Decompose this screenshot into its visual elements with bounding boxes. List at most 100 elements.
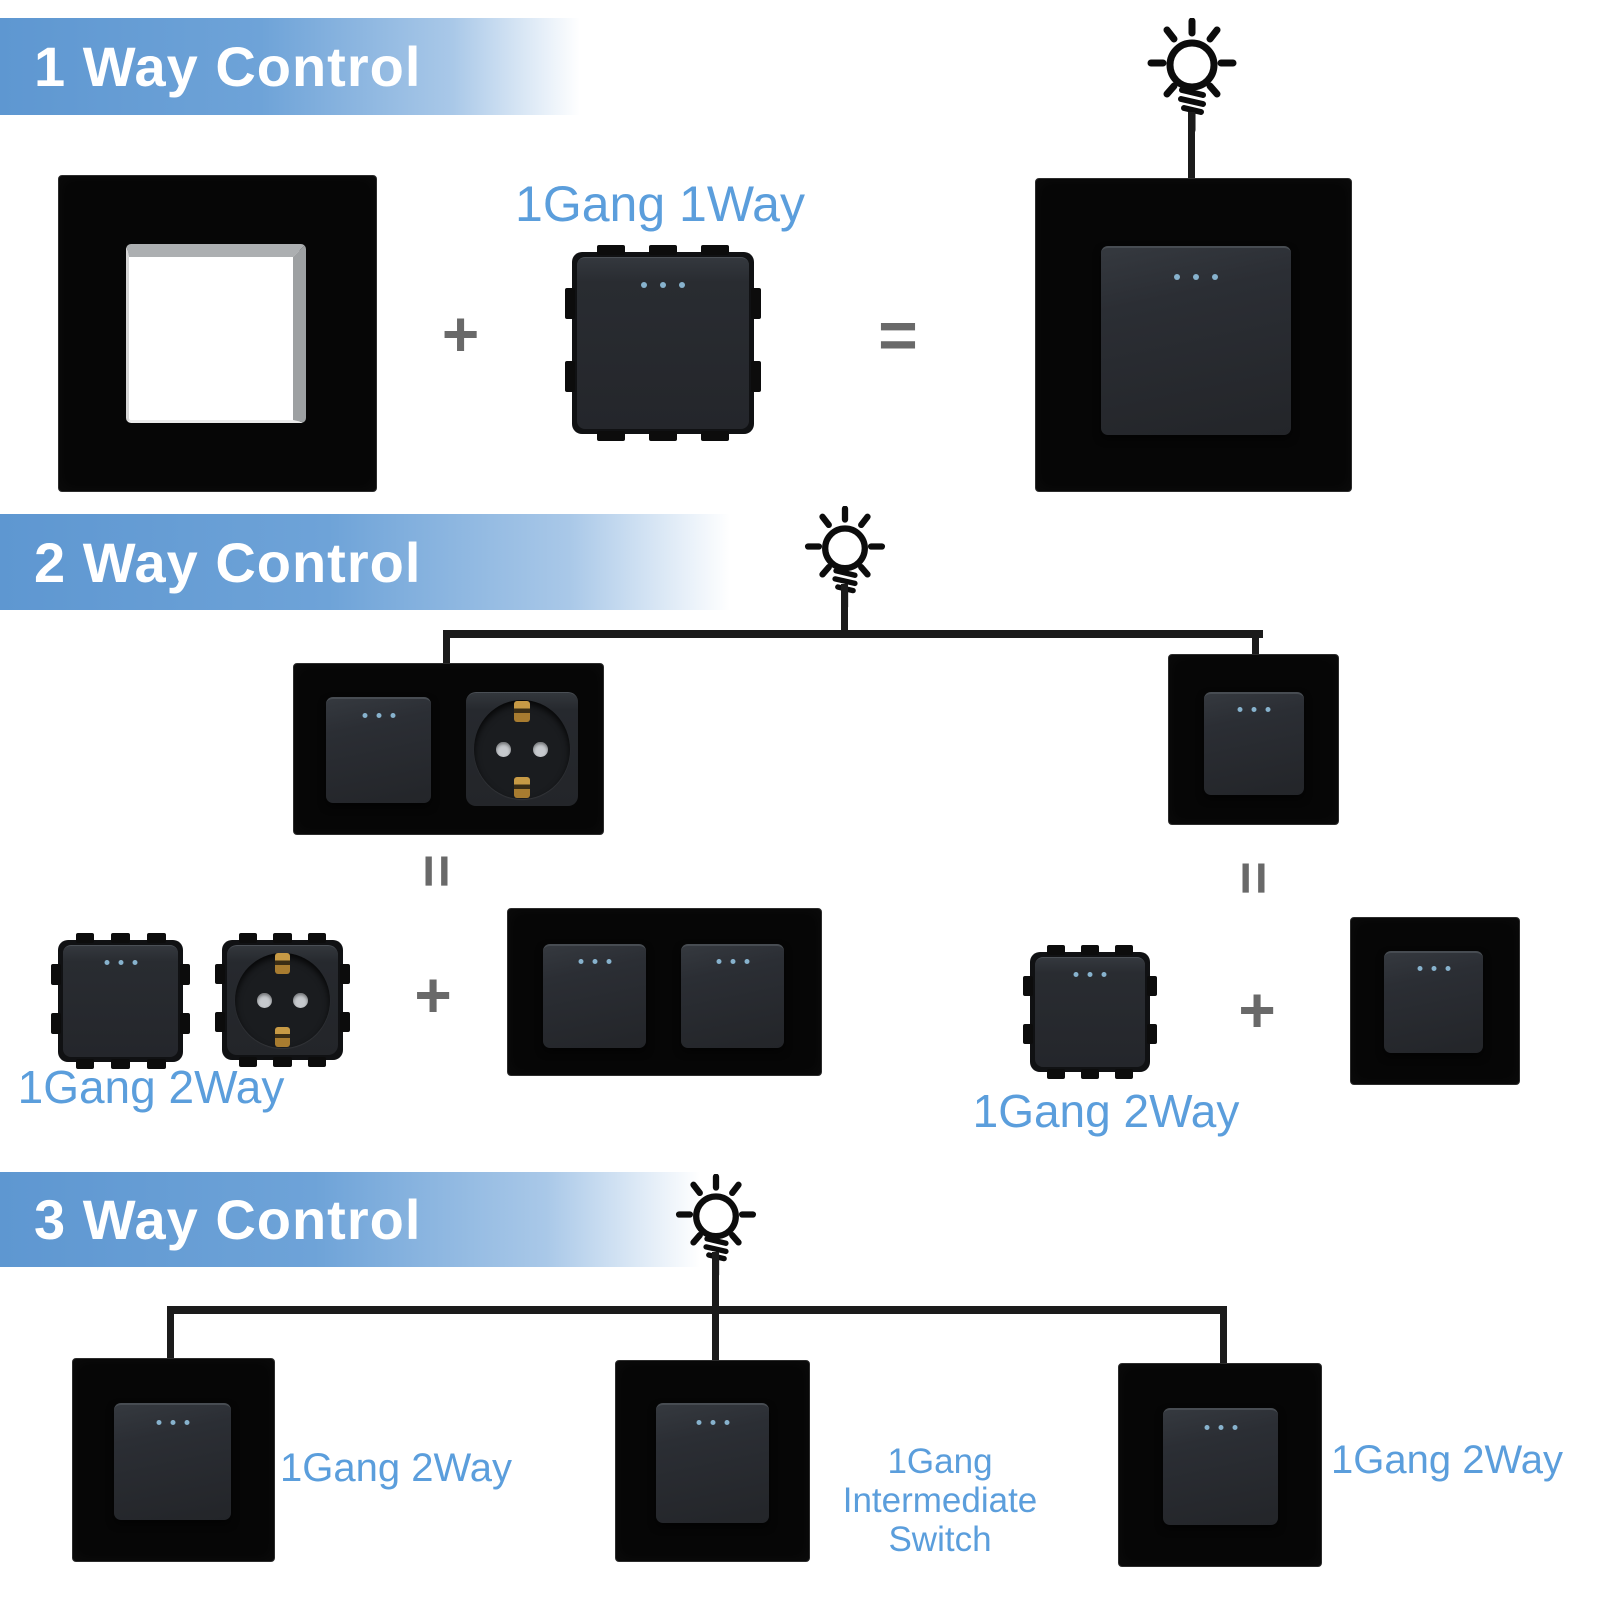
switch-label-1gang-2way-right: 1Gang 2Way bbox=[1331, 1438, 1563, 1482]
plus-operator: + bbox=[1238, 974, 1276, 1046]
mounting-tab bbox=[180, 1013, 190, 1034]
indicator-dots bbox=[362, 712, 395, 718]
mounting-tab bbox=[51, 1013, 61, 1034]
mounting-tab bbox=[751, 288, 761, 320]
module-label-1gang-2way-left: 1Gang 2Way bbox=[17, 1061, 285, 1113]
mounting-tab bbox=[75, 1059, 95, 1069]
mounting-tab bbox=[1081, 945, 1099, 955]
assembled-switch-1gang bbox=[1350, 917, 1520, 1085]
switch-label-1gang-2way-left: 1Gang 2Way bbox=[280, 1446, 512, 1490]
indicator-dots bbox=[1174, 274, 1218, 281]
mounting-tab bbox=[215, 964, 225, 985]
mounting-tab bbox=[273, 1057, 292, 1067]
circuit-wire-drop-right bbox=[1252, 630, 1259, 658]
indicator-dots bbox=[578, 959, 611, 965]
switch-label-intermediate: 1Gang Intermediate Switch bbox=[800, 1442, 1080, 1560]
mounting-tab bbox=[597, 245, 625, 255]
mounting-tab bbox=[649, 431, 677, 441]
lamp-wire bbox=[841, 584, 848, 634]
socket-earth-clip bbox=[274, 953, 291, 974]
mounting-tab bbox=[1023, 1024, 1033, 1045]
mounting-tab bbox=[1046, 1069, 1065, 1079]
section-1-title: 1 Way Control bbox=[34, 35, 422, 98]
socket-earth-clip bbox=[514, 777, 530, 799]
mounting-tab bbox=[597, 431, 625, 441]
plus-operator: + bbox=[414, 959, 452, 1031]
switch-module-1gang-2way bbox=[51, 933, 190, 1069]
mounting-tab bbox=[238, 1057, 258, 1067]
module-face bbox=[63, 945, 178, 1057]
mounting-tab bbox=[180, 964, 190, 986]
mounting-tab bbox=[1147, 976, 1157, 997]
mounting-tab bbox=[75, 933, 95, 943]
module-label-1gang-1way: 1Gang 1Way bbox=[515, 176, 805, 232]
mounting-tab bbox=[340, 1012, 350, 1033]
circuit-wire-drop-left bbox=[443, 630, 450, 666]
switch-rocker bbox=[326, 697, 431, 803]
assembled-switch-1gang bbox=[72, 1358, 275, 1562]
socket-recess bbox=[473, 699, 571, 800]
mounting-tab bbox=[273, 933, 292, 943]
indicator-dots bbox=[1204, 1424, 1237, 1430]
double-frame-two-switches bbox=[507, 908, 822, 1076]
switch-rocker bbox=[1384, 951, 1483, 1053]
plus-operator: + bbox=[441, 298, 480, 370]
mounting-tab bbox=[701, 431, 729, 441]
circuit-wire-drop-right bbox=[1220, 1306, 1227, 1366]
module-face bbox=[1035, 957, 1145, 1067]
mounting-tab bbox=[146, 1059, 166, 1069]
indicator-dots bbox=[104, 960, 137, 966]
eu-socket bbox=[466, 692, 578, 806]
equals-operator: = bbox=[878, 297, 918, 373]
socket-earth-clip bbox=[514, 700, 530, 722]
module-face bbox=[577, 257, 749, 429]
lamp-wire bbox=[1188, 112, 1195, 180]
mounting-tab bbox=[215, 1012, 225, 1033]
switch-label-intermediate-line2: Switch bbox=[888, 1520, 992, 1560]
mounting-tab bbox=[1023, 976, 1033, 997]
equals-operator-rotated: = bbox=[404, 854, 470, 888]
indicator-dots bbox=[716, 959, 749, 965]
switch-rocker bbox=[681, 944, 784, 1048]
mounting-tab bbox=[565, 361, 575, 393]
socket-hole bbox=[293, 992, 309, 1009]
socket-hole bbox=[495, 741, 512, 758]
mounting-tab bbox=[146, 933, 166, 943]
section-3-title: 3 Way Control bbox=[34, 1188, 422, 1251]
socket-recess bbox=[234, 952, 331, 1049]
circuit-wire-drop-left bbox=[167, 1306, 174, 1360]
indicator-dots bbox=[1073, 972, 1107, 978]
mounting-tab bbox=[1046, 945, 1065, 955]
switch-module-1gang-2way bbox=[1023, 945, 1157, 1079]
mounting-tab bbox=[307, 1057, 327, 1067]
mounting-tab bbox=[1115, 1069, 1134, 1079]
switch-rocker bbox=[656, 1403, 769, 1523]
equals-operator-rotated: = bbox=[1221, 861, 1287, 895]
section-2-title: 2 Way Control bbox=[34, 530, 422, 594]
mounting-tab bbox=[751, 361, 761, 393]
circuit-wire-horizontal bbox=[443, 630, 1263, 638]
switch-module-1gang-1way bbox=[565, 245, 761, 441]
double-frame-switch-socket bbox=[293, 663, 604, 835]
circuit-wire-horizontal bbox=[167, 1306, 1227, 1314]
switch-rocker bbox=[543, 944, 646, 1048]
mounting-tab bbox=[340, 964, 350, 985]
assembled-switch-1gang bbox=[1035, 178, 1352, 492]
indicator-dots bbox=[156, 1419, 189, 1425]
indicator-dots bbox=[641, 281, 685, 288]
mounting-tab bbox=[238, 933, 258, 943]
mounting-tab bbox=[111, 933, 130, 943]
mounting-tab bbox=[1147, 1024, 1157, 1045]
assembled-switch-1gang bbox=[1118, 1363, 1322, 1567]
mounting-tab bbox=[307, 933, 327, 943]
switch-rocker bbox=[114, 1403, 231, 1520]
empty-glass-frame bbox=[58, 175, 377, 492]
switch-rocker bbox=[1101, 246, 1291, 435]
indicator-dots bbox=[696, 1420, 729, 1426]
mounting-tab bbox=[1115, 945, 1134, 955]
section-3-header-band: 3 Way Control bbox=[0, 1172, 700, 1267]
socket-hole bbox=[532, 741, 548, 758]
mounting-tab bbox=[565, 288, 575, 320]
section-1-header-band: 1 Way Control bbox=[0, 18, 580, 115]
